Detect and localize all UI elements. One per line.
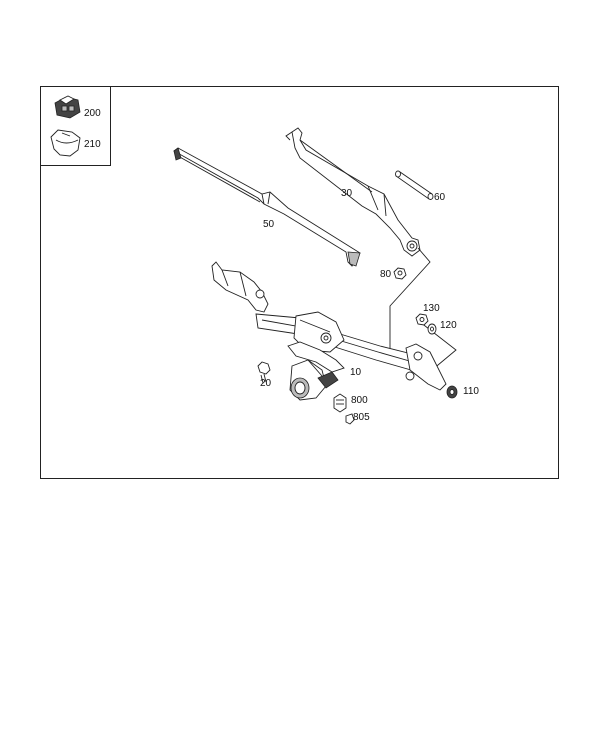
leader-line-arm — [389, 247, 431, 350]
label-120: 120 — [440, 320, 457, 331]
inset-label-200: 200 — [84, 108, 101, 119]
label-130: 130 — [423, 303, 440, 314]
label-80: 80 — [380, 269, 392, 280]
label-50: 50 — [263, 219, 275, 230]
connector-800-part — [333, 393, 347, 413]
diagram-frame — [40, 86, 559, 479]
wiper-linkage-part — [211, 261, 447, 401]
wiper-blade-part — [173, 147, 361, 267]
washer-120-part — [427, 323, 437, 335]
bolt-20-part — [257, 361, 271, 384]
nut-80-part — [393, 267, 407, 280]
label-800: 800 — [351, 395, 368, 406]
wiper-arm-part — [285, 127, 421, 257]
label-805: 805 — [353, 412, 370, 423]
inset-part-200-icon — [54, 95, 81, 119]
label-60: 60 — [434, 192, 446, 203]
label-110: 110 — [463, 386, 479, 397]
label-20: 20 — [260, 378, 272, 389]
washer-110-part — [446, 385, 458, 399]
label-30: 30 — [341, 188, 353, 199]
sleeve-part — [395, 170, 434, 200]
nut-130-part — [415, 313, 429, 326]
inset-part-210-icon — [50, 129, 81, 157]
inset-label-210: 210 — [84, 139, 101, 150]
label-10: 10 — [350, 367, 362, 378]
inset-box — [40, 86, 111, 166]
clip-805-part — [345, 413, 355, 425]
